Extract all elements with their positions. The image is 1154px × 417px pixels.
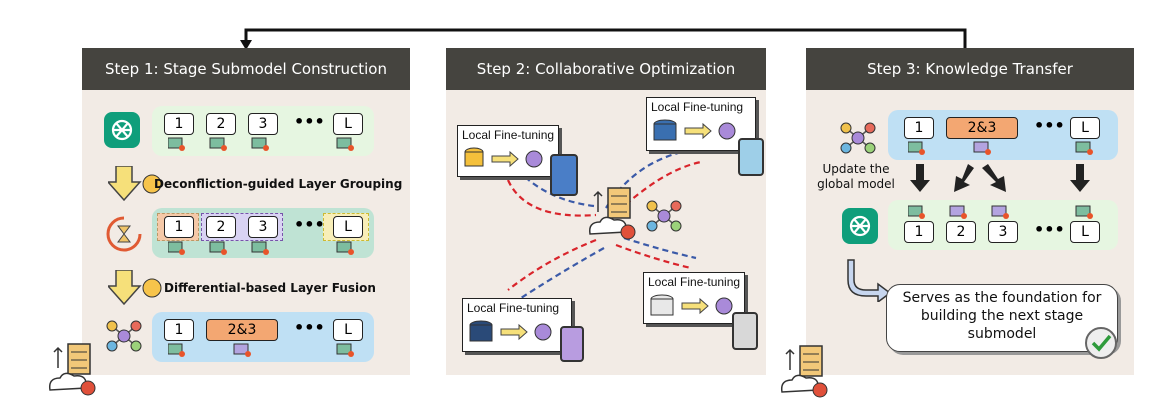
step2-header: Step 2: Collaborative Optimization	[446, 48, 766, 90]
client-card-title: Local Fine-tuning	[651, 100, 744, 114]
server-cloud-icon	[588, 187, 636, 240]
layer-label: 3	[258, 219, 268, 235]
layer-label: L	[344, 219, 352, 235]
layer-label: L	[344, 116, 352, 132]
step1-title: Step 1: Stage Submodel Construction	[105, 60, 387, 78]
down-arrow-icon	[108, 270, 162, 306]
client-card-title: Local Fine-tuning	[648, 275, 741, 289]
step2-title: Step 2: Collaborative Optimization	[476, 60, 736, 78]
ellipsis: •••	[294, 112, 325, 131]
layer-box: L	[1070, 221, 1100, 243]
chatgpt-icon	[842, 208, 878, 244]
layer-box: L	[1070, 117, 1100, 139]
ellipsis: •••	[294, 318, 325, 337]
layer-box: 1	[164, 216, 194, 238]
layer-label: 2&3	[967, 120, 997, 136]
layer-box: L	[333, 113, 363, 135]
layer-box: 3	[988, 221, 1018, 243]
layer-box: 1	[164, 319, 194, 341]
curved-arrow-icon	[847, 259, 892, 302]
layer-box: 1	[164, 113, 194, 135]
down-arrow-icon	[108, 166, 162, 202]
book-flame-icon	[908, 141, 1093, 155]
layer-box: 1	[904, 117, 934, 139]
database-icon	[650, 294, 733, 316]
layer-box: 2	[206, 216, 236, 238]
layer-label: L	[1081, 120, 1089, 136]
layer-label: 2	[956, 224, 966, 240]
layer-label: 2&3	[227, 322, 257, 338]
layer-label: 1	[914, 224, 924, 240]
layer-label: 3	[998, 224, 1008, 240]
hourglass-cycle-icon	[106, 216, 142, 252]
step3-header: Step 3: Knowledge Transfer	[806, 48, 1134, 90]
layer-box: 3	[248, 113, 278, 135]
foundation-note: Serves as the foundation for building th…	[886, 284, 1118, 352]
layer-label: L	[344, 322, 352, 338]
client-card: Local Fine-tuning	[462, 298, 572, 352]
transfer-arrows	[910, 164, 1090, 192]
book-flame-icon	[168, 241, 354, 255]
checkmark-icon	[1085, 327, 1117, 359]
client-card: Local Fine-tuning	[457, 125, 559, 177]
server-cloud-icon	[48, 343, 96, 396]
client-card-title: Local Fine-tuning	[462, 128, 555, 142]
step3-title: Step 3: Knowledge Transfer	[867, 60, 1073, 78]
step1-header: Step 1: Stage Submodel Construction	[82, 48, 410, 90]
client-card-title: Local Fine-tuning	[467, 301, 560, 315]
merged-layer-box: 2&3	[206, 319, 278, 341]
ellipsis: •••	[294, 215, 325, 234]
layer-label: L	[1081, 224, 1089, 240]
layer-box: 3	[248, 216, 278, 238]
book-flame-icon	[168, 137, 354, 151]
foundation-line1: Serves as the foundation for	[902, 290, 1102, 306]
layer-label: 1	[174, 116, 184, 132]
merged-layer-box: 2&3	[946, 117, 1018, 139]
update-line1: Update the	[822, 162, 890, 176]
ellipsis: •••	[1034, 220, 1065, 239]
book-flame-icon	[908, 205, 1093, 219]
layer-label: 1	[174, 219, 184, 235]
layer-label: 1	[174, 322, 184, 338]
client-card: Local Fine-tuning	[646, 97, 756, 151]
client-card: Local Fine-tuning	[643, 272, 745, 324]
database-icon	[653, 119, 736, 141]
layer-box: 1	[904, 221, 934, 243]
database-icon	[464, 147, 543, 168]
fusion-label: Differential-based Layer Fusion	[164, 281, 376, 295]
chatgpt-icon	[104, 112, 140, 148]
book-flame-icon	[168, 343, 354, 357]
layer-box: L	[333, 319, 363, 341]
layer-box: 2	[946, 221, 976, 243]
phone-icon	[550, 154, 578, 196]
network-icon	[840, 122, 876, 154]
phone-icon	[732, 312, 758, 350]
grouping-label: Deconfliction-guided Layer Grouping	[154, 177, 403, 191]
layer-label: 2	[216, 219, 226, 235]
phone-icon	[560, 326, 584, 362]
layer-label: 3	[258, 116, 268, 132]
update-line2: global model	[817, 177, 895, 191]
ellipsis: •••	[1034, 116, 1065, 135]
database-icon	[469, 320, 552, 342]
update-global-label: Update the global model	[814, 162, 898, 192]
layer-label: 2	[216, 116, 226, 132]
layer-box: L	[333, 216, 363, 238]
phone-icon	[738, 138, 764, 176]
layer-box: 2	[206, 113, 236, 135]
foundation-line3: submodel	[967, 326, 1037, 342]
foundation-line2: building the next stage	[920, 308, 1084, 324]
network-icon	[106, 320, 142, 352]
network-icon	[646, 200, 682, 232]
layer-label: 1	[914, 120, 924, 136]
server-cloud-icon	[780, 345, 828, 398]
